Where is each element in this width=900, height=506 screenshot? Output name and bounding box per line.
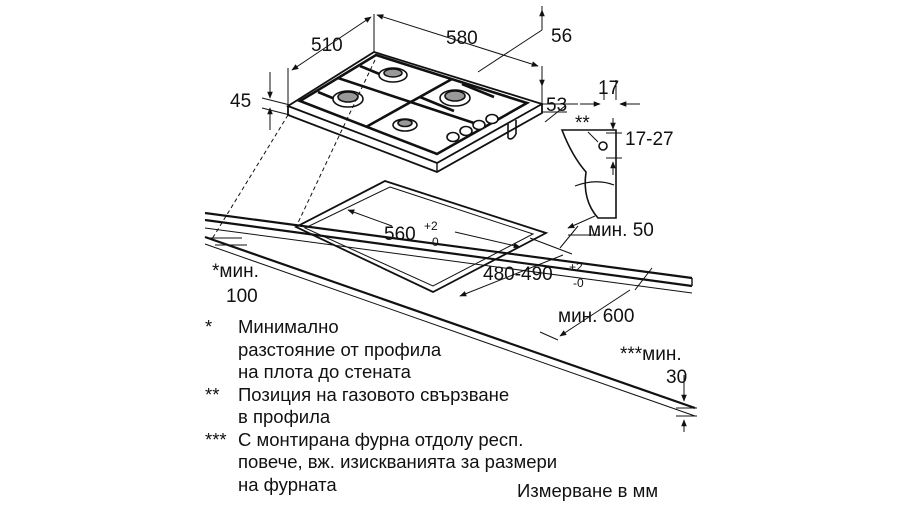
footnote-text: С монтирана фурна отдолу респ. повече, в… — [238, 428, 558, 495]
footnote-text: Позиция на газовото свързване в профила — [238, 383, 510, 428]
burners — [332, 67, 471, 132]
min-side-label: *мин. — [212, 261, 259, 282]
min-bottom-label: ***мин. — [620, 344, 682, 365]
dim-profile-top-label: 17 — [598, 78, 619, 99]
hidden-lines — [211, 59, 376, 240]
dimension-lines — [210, 6, 697, 432]
profile-marker-label: ** — [575, 113, 590, 134]
dim-width-label: 580 — [446, 28, 478, 49]
dim-depth-label: 510 — [311, 35, 343, 56]
cutout-depth-tol-plus: +2 — [569, 260, 583, 274]
footnote-marker: * — [205, 316, 213, 337]
dim-side-offset-label: 53 — [546, 95, 567, 116]
cutout-depth-label: 480-490 — [483, 264, 553, 285]
cutout-width-label: 560 — [384, 224, 416, 245]
hob — [285, 51, 545, 173]
footnote-1: * Минимално разстояние от профила на пло… — [205, 316, 557, 384]
gas-connection-position — [598, 141, 608, 151]
cutout-width-tol-minus: -0 — [428, 235, 439, 249]
footnote-marker: *** — [205, 428, 227, 450]
min-bottom-value: 30 — [666, 367, 687, 388]
footnotes: * Минимално разстояние от профила на пло… — [205, 316, 557, 496]
dim-height-body-label: 45 — [230, 91, 251, 112]
min-side-value: 100 — [226, 286, 258, 307]
footnote-3: *** С монтирана фурна отдолу респ. повеч… — [205, 429, 557, 497]
cutout-width-tol-plus: +2 — [424, 219, 438, 233]
dim-profile-range-label: 17-27 — [625, 129, 674, 150]
min-front-label: мин. 600 — [558, 306, 634, 327]
footnote-text: Минимално разстояние от профила на плота… — [238, 316, 442, 382]
footnote-2: ** Позиция на газовото свързване в профи… — [205, 384, 557, 429]
countertop-cutout — [293, 180, 549, 294]
countertop — [204, 211, 696, 417]
dim-height-front-label: 56 — [551, 26, 572, 47]
min-rear-label: мин. 50 — [588, 220, 654, 241]
gas-connection — [507, 120, 517, 140]
unit-note: Измерване в мм — [517, 480, 659, 501]
cutout-depth-tol-minus: -0 — [573, 276, 584, 290]
control-knobs — [446, 113, 499, 143]
footnote-marker: ** — [205, 383, 220, 405]
countertop-profile — [560, 80, 640, 219]
